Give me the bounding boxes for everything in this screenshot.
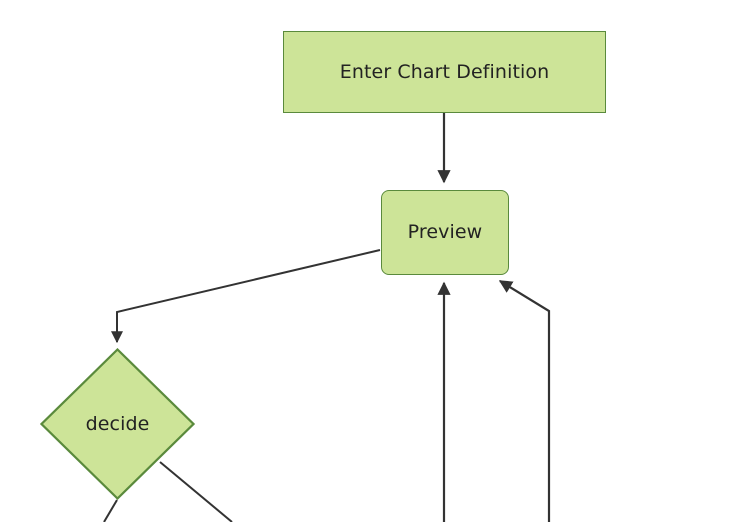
edge-decide-bottom-left bbox=[103, 499, 118, 522]
node-decide[interactable]: decide bbox=[40, 348, 195, 500]
edge-preview-to-decide bbox=[111, 249, 381, 344]
node-enter-chart-definition[interactable]: Enter Chart Definition bbox=[283, 31, 606, 113]
edge-decide-bottom-right bbox=[159, 461, 233, 522]
node-label-decide: decide bbox=[85, 412, 150, 435]
node-label-enter-chart-definition: Enter Chart Definition bbox=[339, 60, 550, 83]
edge-bottom-right-to-preview bbox=[498, 280, 551, 522]
node-label-preview: Preview bbox=[407, 221, 483, 244]
node-preview[interactable]: Preview bbox=[381, 190, 509, 275]
diamond-shape bbox=[40, 348, 195, 500]
